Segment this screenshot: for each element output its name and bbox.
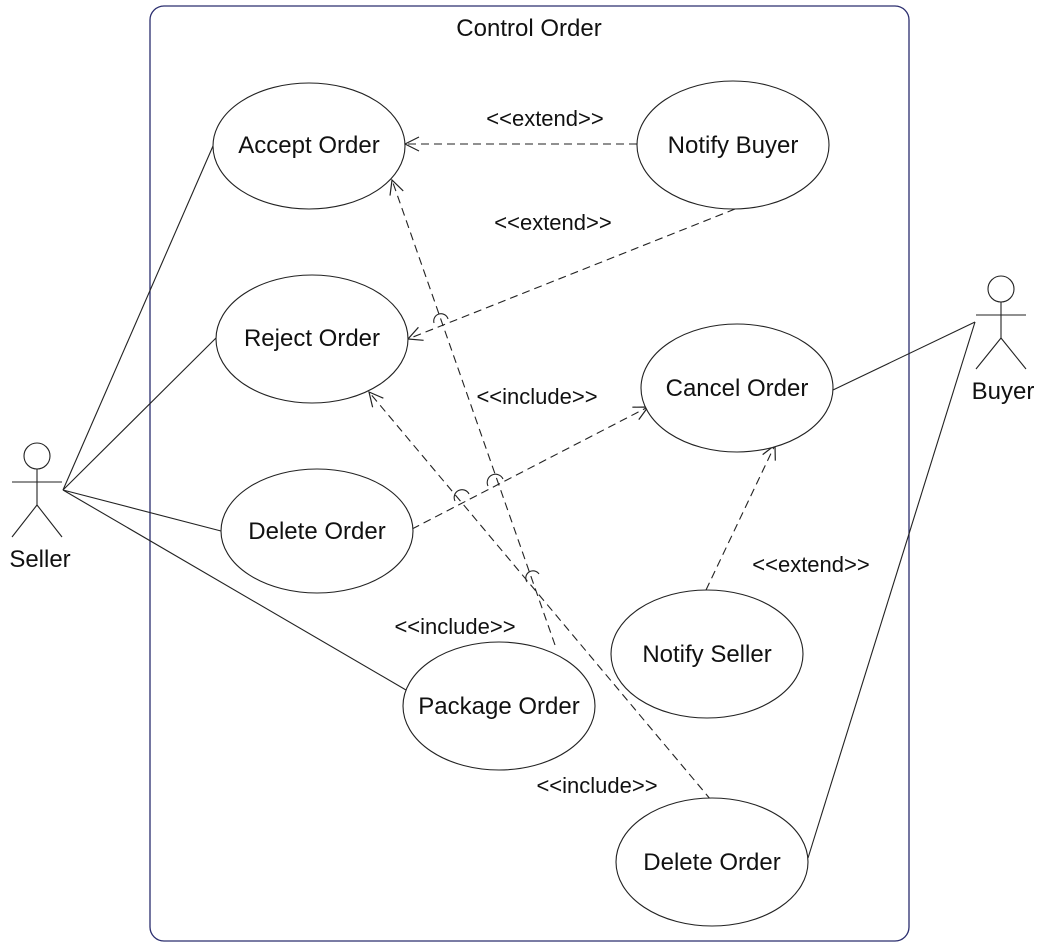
include-delete-reject [369, 392, 712, 801]
use-case-label: Package Order [418, 693, 579, 720]
use-case-label: Delete Order [643, 849, 780, 876]
use-case-notify-seller[interactable] [610, 589, 804, 719]
use-case-label: Delete Order [248, 518, 385, 545]
extend-notifybuyer-reject [408, 208, 736, 339]
assoc-seller-package [62, 489, 407, 691]
actor-seller[interactable] [11, 442, 63, 538]
use-case-label: Cancel Order [666, 375, 809, 402]
use-case-label: Notify Buyer [668, 132, 799, 159]
actor-leg [1000, 337, 1027, 370]
stereotype-label: <<extend>> [752, 552, 869, 577]
line-hops [433, 313, 540, 583]
use-case-reject-order[interactable] [215, 274, 409, 404]
use-case-accept-order[interactable] [212, 82, 406, 210]
stereotype-labels: <<extend>> <<extend>> <<include>> <<exte… [394, 106, 869, 798]
include-package-accept [392, 180, 556, 646]
actor-buyer[interactable] [975, 275, 1027, 370]
extend-notifyseller-cancel [705, 445, 775, 591]
hop-arc [433, 313, 449, 324]
use-case-label: Notify Seller [642, 641, 771, 668]
stereotype-label: <<include>> [536, 773, 657, 798]
stereotype-label: <<extend>> [494, 210, 611, 235]
assoc-seller-delete [62, 489, 222, 532]
actor-head [987, 275, 1015, 303]
actor-buyer-label: Buyer [972, 378, 1035, 405]
stereotype-label: <<extend>> [486, 106, 603, 131]
seller-associations [62, 145, 407, 691]
actor-leg [11, 504, 38, 538]
assoc-buyer-delete [807, 321, 976, 859]
system-title: Control Order [456, 15, 601, 42]
use-case-label: Accept Order [238, 132, 379, 159]
dependencies [369, 144, 775, 801]
buyer-associations [807, 321, 976, 859]
use-case-delete-order-seller[interactable] [220, 468, 414, 594]
actor-head [23, 442, 51, 470]
use-case-cancel-order[interactable] [640, 323, 834, 453]
use-case-package-order[interactable] [402, 641, 596, 771]
hop-arc [453, 489, 470, 502]
use-case-labels: Accept Order Notify Buyer Reject Order C… [238, 132, 808, 876]
hop-arc [525, 570, 540, 583]
stereotype-label: <<include>> [476, 384, 597, 409]
hop-arc [486, 473, 504, 487]
use-cases [212, 80, 834, 927]
actor-leg [975, 337, 1002, 370]
use-case-label: Reject Order [244, 325, 380, 352]
system-boundary [149, 5, 910, 942]
stereotype-label: <<include>> [394, 614, 515, 639]
assoc-seller-reject [62, 336, 218, 491]
assoc-buyer-cancel [832, 321, 976, 391]
actor-leg [36, 504, 63, 538]
include-delete-cancel [411, 407, 648, 530]
assoc-seller-accept [62, 145, 214, 491]
use-case-delete-order-buyer[interactable] [615, 797, 809, 927]
actor-seller-label: Seller [9, 546, 70, 573]
use-case-notify-buyer[interactable] [636, 80, 830, 210]
